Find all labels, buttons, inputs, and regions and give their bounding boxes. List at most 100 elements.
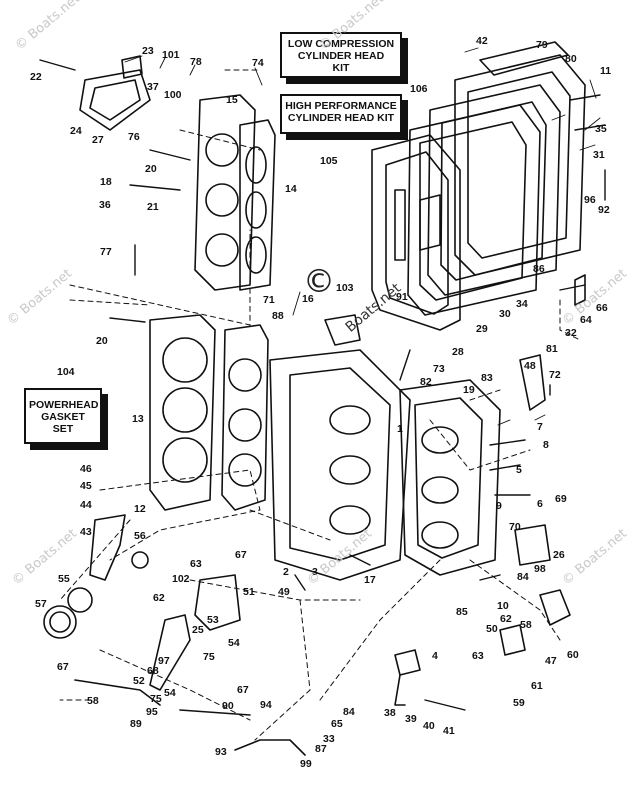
callout-96: 96 [584,194,596,206]
callout-75: 75 [150,693,162,705]
callout-62: 62 [153,592,165,604]
timer-base-assembly [394,274,586,706]
callout-leader-lines [124,47,601,426]
kit-label-line: SET [52,423,74,435]
callout-76: 76 [128,131,140,143]
callout-45: 45 [80,480,92,492]
callout-2: 2 [283,566,289,578]
exhaust-cover-assembly [371,41,586,331]
callout-12: 12 [134,503,146,515]
callout-88: 88 [272,310,284,322]
callout-69: 69 [555,493,567,505]
kit-label-line: KIT [332,62,350,74]
callout-58: 58 [87,695,99,707]
kit-label-line: POWERHEAD [29,399,99,411]
callout-72: 72 [549,369,561,381]
callout-11: 11 [600,65,611,77]
callout-59: 59 [513,697,525,709]
callout-41: 41 [443,725,455,737]
callout-10: 10 [497,600,509,612]
callout-104: 104 [57,366,75,378]
callout-44: 44 [80,499,92,511]
callout-78: 78 [190,56,202,68]
callout-67: 67 [235,549,247,561]
callout-60: 60 [567,649,579,661]
callout-90: 90 [222,700,234,712]
callout-28: 28 [452,346,464,358]
callout-5: 5 [516,464,522,476]
callout-48: 48 [524,360,536,372]
callout-63: 63 [472,650,484,662]
callout-30: 30 [499,308,511,320]
callout-31: 31 [593,149,605,161]
callout-8: 8 [543,439,549,451]
callout-106: 106 [410,83,428,95]
callout-97: 97 [158,655,170,667]
callout-6: 6 [537,498,543,510]
callout-68: 68 [147,665,159,677]
callout-3: 3 [312,566,318,578]
callout-93: 93 [215,746,227,758]
callout-57: 57 [35,598,47,610]
callout-42: 42 [476,35,488,47]
callout-101: 101 [162,49,180,61]
callout-21: 21 [147,201,159,213]
callout-84: 84 [343,706,355,718]
callout-32: 32 [565,327,577,339]
callout-17: 17 [364,574,376,586]
callout-89: 89 [130,718,142,730]
crankcase-assembly [149,314,501,581]
callout-61: 61 [531,680,543,692]
callout-102: 102 [172,573,190,585]
callout-100: 100 [164,89,182,101]
callout-67: 67 [237,684,249,696]
callout-47: 47 [545,655,557,667]
kit-label-line: CYLINDER HEAD KIT [287,112,395,124]
callout-29: 29 [476,323,488,335]
callout-labels: 22 23 101 78 74 37 100 15 24 27 76 20 14… [30,35,611,770]
callout-16: 16 [302,293,314,305]
callout-84: 84 [517,571,529,583]
callout-54: 54 [228,637,240,649]
callout-18: 18 [100,176,112,188]
callout-33: 33 [323,733,335,745]
callout-23: 23 [142,45,154,57]
callout-1: 1 [397,423,403,435]
callout-92: 92 [598,204,610,216]
callout-74: 74 [252,57,264,69]
callout-52: 52 [133,675,145,687]
callout-67: 67 [57,661,69,673]
callout-51: 51 [243,586,255,598]
callout-39: 39 [405,713,417,725]
fastener-set [39,59,606,711]
callout-79: 79 [536,39,548,51]
cylinder-head-assembly [79,55,276,291]
kit-label-line: GASKET [41,411,85,423]
callout-80: 80 [565,53,577,65]
callout-27: 27 [92,134,104,146]
callout-19: 19 [463,384,475,396]
callout-46: 46 [80,463,92,475]
powerhead-gasket-set-label: POWERHEAD GASKET SET [24,388,102,444]
callout-53: 53 [207,614,219,626]
callout-105: 105 [320,155,338,167]
kit-label-line: LOW COMPRESSION [287,38,395,50]
callout-34: 34 [516,298,528,310]
callout-22: 22 [30,71,42,83]
callout-25: 25 [192,624,204,636]
callout-56: 56 [134,530,146,542]
callout-26: 26 [553,549,565,561]
callout-71: 71 [263,294,275,306]
callout-49: 49 [278,586,290,598]
callout-85: 85 [456,606,468,618]
callout-95: 95 [146,706,158,718]
callout-94: 94 [260,699,272,711]
callout-73: 73 [433,363,445,375]
callout-36: 36 [99,199,111,211]
callout-20: 20 [96,335,108,347]
callout-75: 75 [203,651,215,663]
callout-66: 66 [596,302,608,314]
callout-99: 99 [300,758,312,770]
callout-82: 82 [420,376,432,388]
